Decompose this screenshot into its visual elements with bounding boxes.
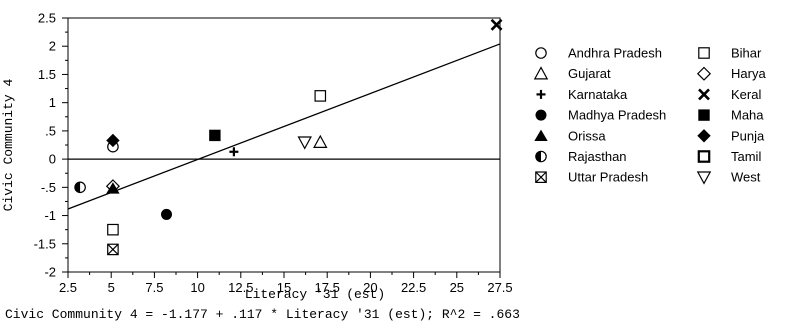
x-tick-label: 17.5 bbox=[315, 280, 340, 295]
point-punja bbox=[106, 133, 120, 148]
point-maha bbox=[209, 129, 221, 142]
legend-marker-keral bbox=[698, 88, 710, 101]
legend-marker-west bbox=[696, 171, 712, 185]
y-tick-label: -1 bbox=[44, 208, 56, 223]
legend-marker-karnataka bbox=[536, 89, 546, 99]
legend-label-tamil: Tamil bbox=[731, 149, 761, 164]
legend-label-keral: Keral bbox=[731, 87, 761, 102]
y-tick-label: 0 bbox=[49, 152, 56, 167]
point-rajasthan bbox=[74, 181, 86, 194]
legend-marker-gujarat bbox=[533, 66, 549, 80]
x-tick-label: 27.5 bbox=[487, 280, 512, 295]
y-tick-label: 1 bbox=[49, 95, 56, 110]
legend-marker-tamil bbox=[697, 150, 711, 163]
y-axis-label: Civic Community 4 bbox=[1, 78, 16, 211]
regression-line bbox=[67, 43, 501, 210]
legend-label-punja: Punja bbox=[731, 128, 765, 143]
regression-line-group bbox=[67, 43, 501, 210]
y-tick-label: -.5 bbox=[41, 180, 56, 195]
legend-label-uttar-pradesh: Uttar Pradesh bbox=[568, 170, 648, 185]
legend-marker-harya bbox=[696, 66, 712, 81]
x-tick-label: 15 bbox=[277, 280, 291, 295]
x-tick-label: 25 bbox=[450, 280, 464, 295]
x-tick-label: 10 bbox=[190, 280, 204, 295]
legend-marker-rajasthan bbox=[535, 150, 547, 163]
x-tick-label: 7.5 bbox=[145, 280, 163, 295]
y-tick-label: -1.5 bbox=[34, 236, 56, 251]
legend-label-rajasthan: Rajasthan bbox=[568, 149, 627, 164]
legend-label-gujarat: Gujarat bbox=[568, 66, 611, 81]
legend-label-harya: Harya bbox=[731, 66, 766, 81]
legend-marker-madhya-pradesh bbox=[535, 109, 547, 121]
legend-label-west: West bbox=[731, 170, 761, 185]
legend-label-andhra-pradesh: Andhra Pradesh bbox=[568, 46, 662, 61]
point-madhya-pradesh bbox=[160, 208, 172, 220]
y-tick-label: 2 bbox=[49, 39, 56, 54]
point-orissa bbox=[106, 182, 120, 194]
data-points bbox=[74, 18, 503, 256]
legend-marker-maha bbox=[698, 109, 710, 121]
regression-equation: Civic Community 4 = -1.177 + .117 * Lite… bbox=[5, 307, 520, 322]
x-tick-label: 12.5 bbox=[228, 280, 253, 295]
legend-label-maha: Maha bbox=[731, 108, 764, 123]
point-keral bbox=[490, 18, 503, 31]
point-west bbox=[297, 136, 312, 150]
x-tick-label: 5 bbox=[108, 280, 115, 295]
point-gujarat bbox=[313, 134, 328, 148]
legend-label-madhya-pradesh: Madhya Pradesh bbox=[568, 108, 666, 123]
x-axis-label: Literacy '31 (est) bbox=[245, 287, 385, 302]
plot-frame bbox=[67, 17, 501, 273]
legend-marker-orissa bbox=[534, 129, 548, 141]
y-tick-label: .5 bbox=[45, 123, 56, 138]
legend-marker-punja bbox=[697, 129, 711, 143]
legend-label-orissa: Orissa bbox=[568, 128, 606, 143]
x-tick-label: 22.5 bbox=[401, 280, 426, 295]
legend-marker-andhra-pradesh bbox=[535, 47, 547, 59]
legend-marker-bihar bbox=[698, 47, 710, 59]
x-tick-label: 2.5 bbox=[59, 280, 77, 295]
legend-label-karnataka: Karnataka bbox=[568, 87, 628, 102]
y-tick-label: 1.5 bbox=[38, 67, 56, 82]
point-uttar-pradesh bbox=[107, 243, 119, 256]
x-tick-label: 20 bbox=[363, 280, 377, 295]
legend-label-bihar: Bihar bbox=[731, 46, 762, 61]
point-bihar bbox=[314, 90, 327, 102]
point-bihar bbox=[107, 223, 119, 236]
point-karnataka bbox=[229, 147, 239, 157]
legend-marker-uttar-pradesh bbox=[535, 171, 547, 183]
y-tick-label: 2.5 bbox=[38, 11, 56, 26]
y-tick-label: -2 bbox=[44, 265, 56, 280]
